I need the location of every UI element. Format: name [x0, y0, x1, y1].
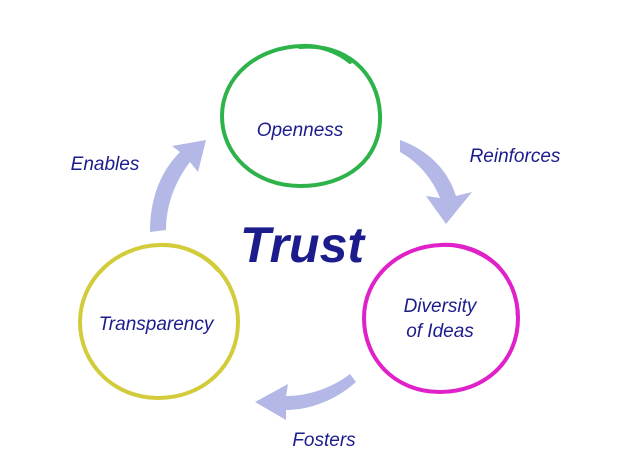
arrow-enables: Enables — [71, 140, 206, 232]
diversity-label-line-2: of Ideas — [406, 321, 474, 342]
edge-label-reinforces: Reinforces — [470, 146, 561, 167]
edge-label-enables: Enables — [71, 154, 140, 175]
diversity-ring — [361, 242, 521, 395]
arrow-reinforces-shape — [400, 140, 472, 224]
arrow-enables-shape — [150, 140, 206, 232]
openness-ring — [219, 43, 383, 189]
transparency-ring-stroke-tail — [212, 264, 240, 324]
node-diversity-of-ideas: Diversity of Ideas — [361, 242, 521, 395]
openness-label: Openness — [257, 120, 344, 141]
arrow-fosters-shape — [255, 374, 356, 420]
transparency-label: Transparency — [99, 314, 215, 335]
node-openness: Openness — [219, 43, 383, 189]
openness-ring-stroke-tail — [346, 56, 382, 114]
arrow-reinforces: Reinforces — [400, 140, 561, 224]
node-transparency: Transparency — [77, 242, 241, 401]
diversity-ring-stroke-tail — [492, 260, 519, 318]
arrow-fosters: Fosters — [255, 374, 356, 451]
edge-label-fosters: Fosters — [292, 430, 356, 451]
diversity-label-line-1: Diversity — [404, 296, 478, 317]
center-title: Trust — [240, 217, 366, 273]
